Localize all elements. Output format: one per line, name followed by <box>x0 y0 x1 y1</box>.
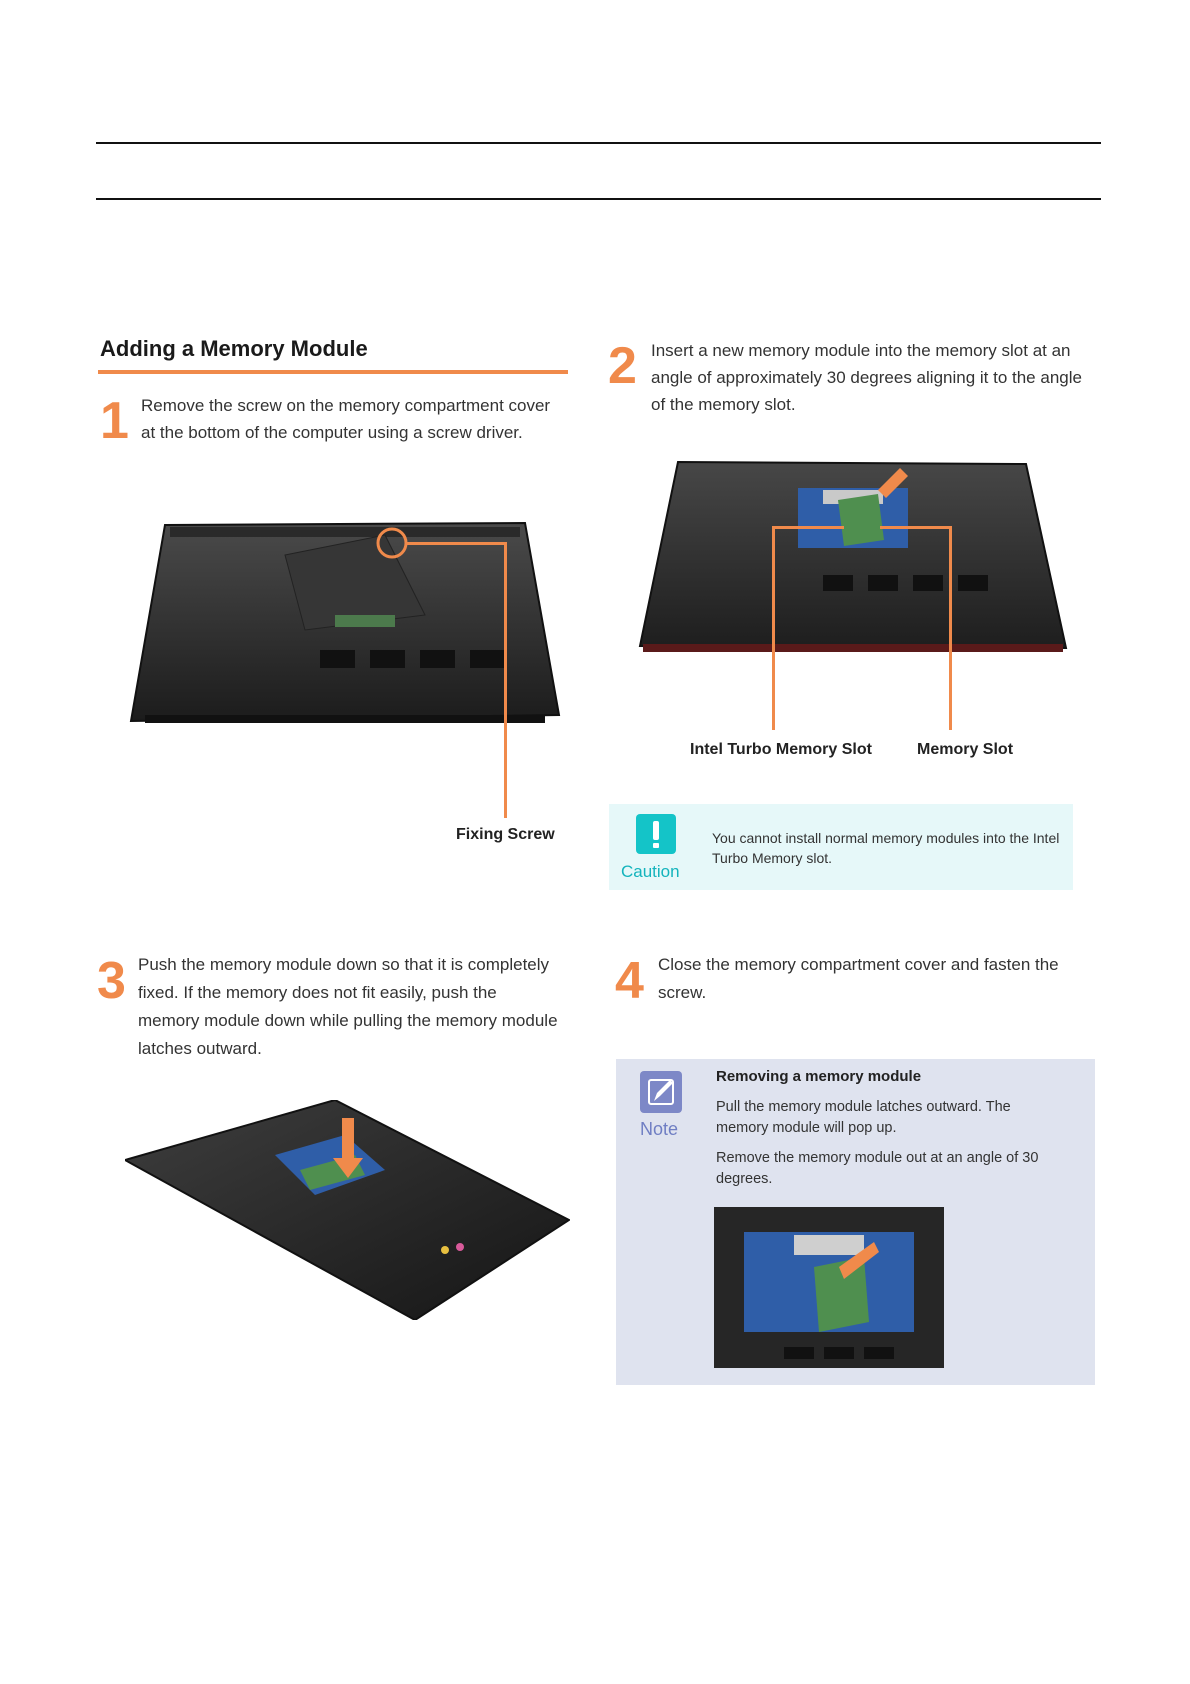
exclamation-icon <box>636 814 676 854</box>
laptop-bottom-photo-1 <box>129 521 561 723</box>
intel-slot-line-h <box>772 526 844 529</box>
intel-slot-line-v <box>772 526 775 730</box>
section-title: Adding a Memory Module <box>100 336 368 361</box>
laptop-angled-photo-3 <box>125 1100 570 1320</box>
note-heading: Removing a memory module <box>716 1068 922 1085</box>
laptop-bottom-photo-2 <box>638 460 1068 652</box>
fixing-screw-circle <box>376 527 408 559</box>
memory-slot-line-h <box>880 526 952 529</box>
step-4-text: Close the memory compartment cover and f… <box>658 955 1059 1002</box>
memory-slot-line-v <box>949 526 952 730</box>
caution-text: You cannot install normal memory modules… <box>712 830 1060 866</box>
step-1-text: Remove the screw on the memory compartme… <box>141 396 551 442</box>
step-2-number: 2 <box>608 337 637 395</box>
step-2-text: Insert a new memory module into the memo… <box>651 341 1082 414</box>
pencil-note-icon <box>640 1071 682 1113</box>
caution-box <box>609 804 1073 890</box>
caution-label: Caution <box>621 862 680 881</box>
step-1-number: 1 <box>100 392 129 450</box>
section-underline <box>98 370 568 374</box>
note-paragraph-2: Remove the memory module out at an angle… <box>716 1150 1039 1187</box>
fixing-screw-label: Fixing Screw <box>456 826 555 843</box>
memory-slot-label: Memory Slot <box>917 741 1014 758</box>
note-label: Note <box>640 1119 679 1139</box>
header-rule-top <box>96 142 1101 144</box>
note-paragraph-1: Pull the memory module latches outward. … <box>716 1099 1011 1136</box>
intel-turbo-memory-slot-label: Intel Turbo Memory Slot <box>690 741 872 758</box>
step-3-number: 3 <box>97 952 126 1010</box>
step-3-text: Push the memory module down so that it i… <box>138 955 558 1058</box>
header-rule-bottom <box>96 198 1101 200</box>
memory-removal-photo <box>714 1207 944 1368</box>
step-4-number: 4 <box>615 952 644 1010</box>
fixing-screw-line-v <box>504 542 507 818</box>
fixing-screw-line-h <box>406 542 507 545</box>
